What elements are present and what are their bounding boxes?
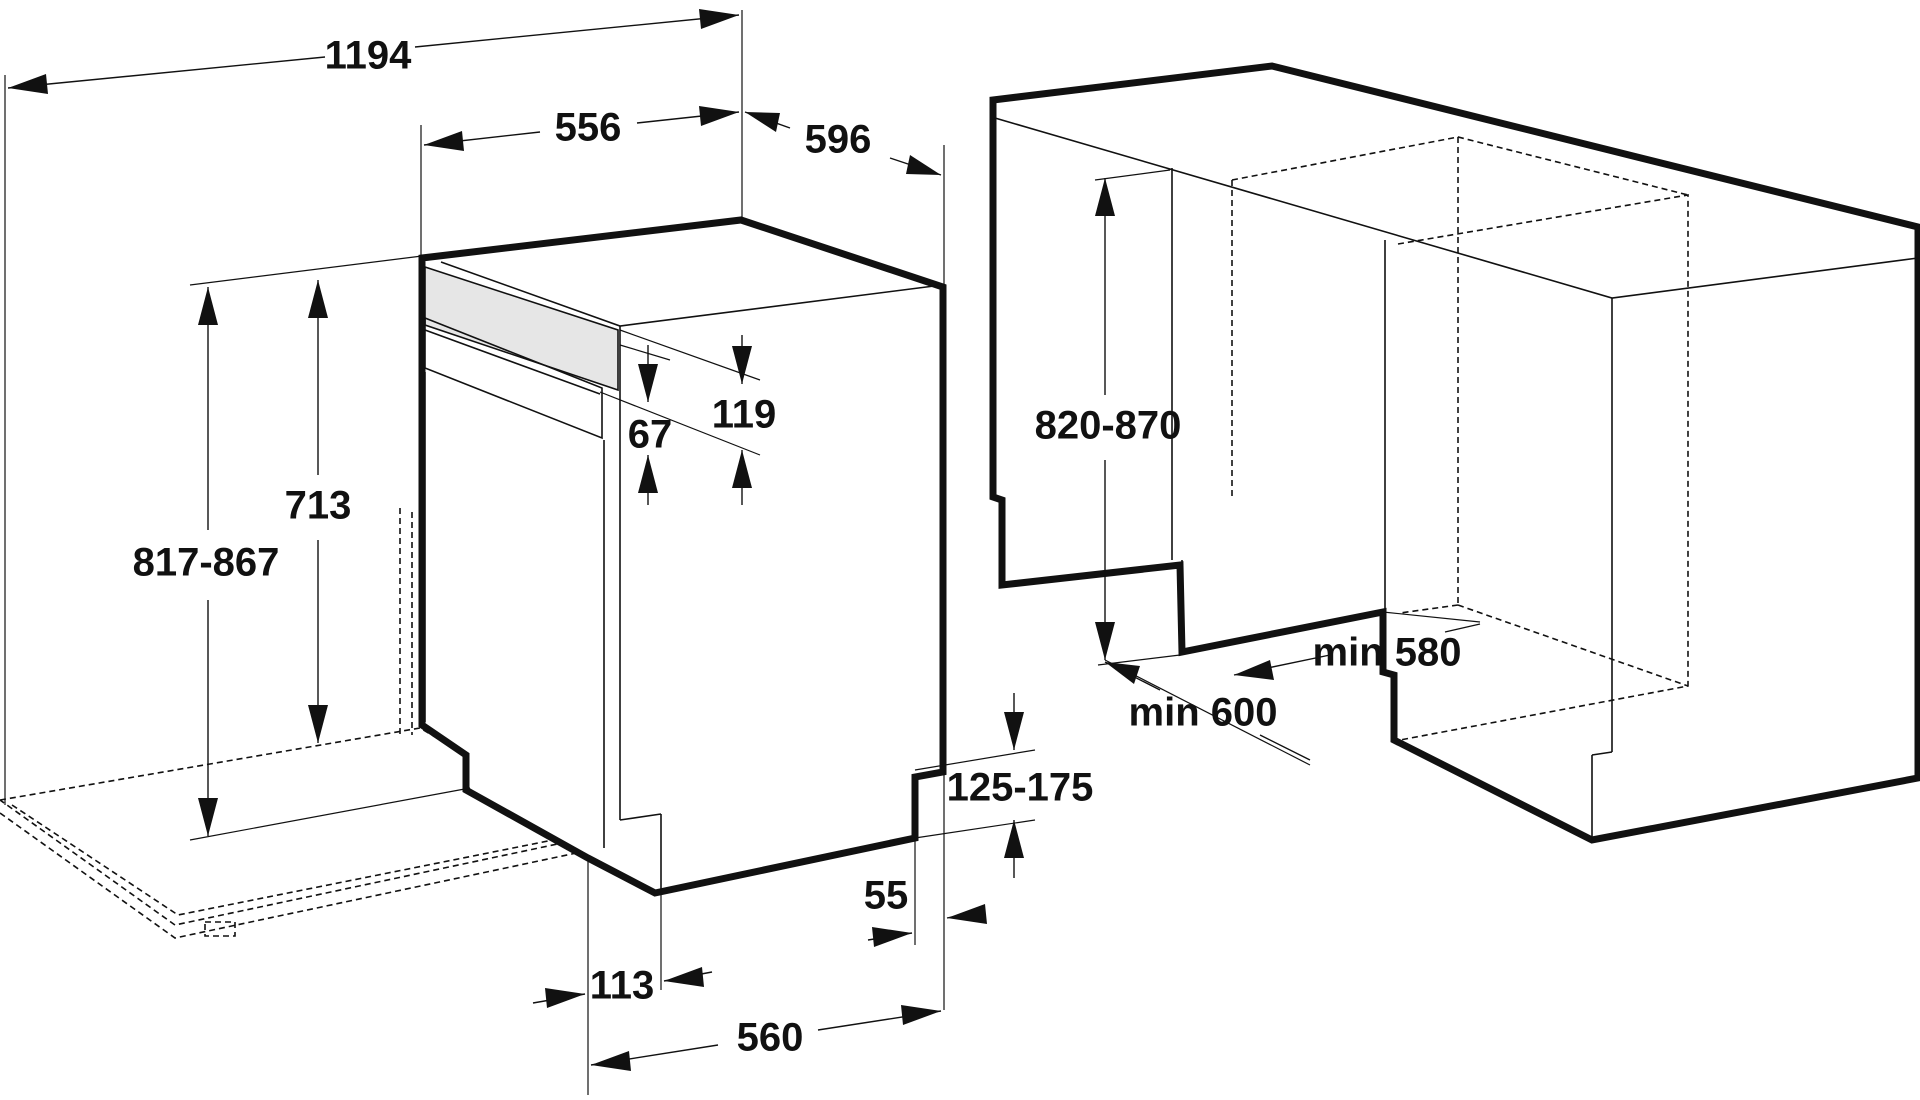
label-plinth-height: 125-175	[947, 766, 1094, 810]
installation-niche-drawing	[989, 62, 1920, 844]
control-panel	[424, 265, 619, 392]
label-overall-width: 1194	[325, 34, 413, 78]
label-niche-width: min 600	[1129, 691, 1278, 735]
dishwasher-body	[418, 216, 947, 897]
label-plinth-recess: 55	[864, 874, 909, 918]
label-niche-depth: min 580	[1313, 631, 1462, 675]
label-panel-width: 556	[555, 106, 622, 150]
label-body-height: 713	[285, 484, 352, 528]
niche-cabinet	[989, 62, 1920, 844]
label-depth: 596	[805, 118, 872, 162]
label-overall-height: 817-867	[133, 541, 280, 585]
label-front-setback: 113	[590, 964, 655, 1008]
dimension-lines	[7, 9, 1481, 1071]
label-control-panel-height: 119	[712, 393, 777, 437]
label-bottom-depth: 560	[737, 1016, 804, 1060]
dimension-labels: 1194 556 596 817-867 713 119 67 125-175 …	[133, 34, 1462, 1060]
label-niche-height: 820-870	[1035, 404, 1182, 448]
dishwasher-drawing	[0, 216, 947, 939]
label-handle-height: 67	[628, 413, 673, 457]
